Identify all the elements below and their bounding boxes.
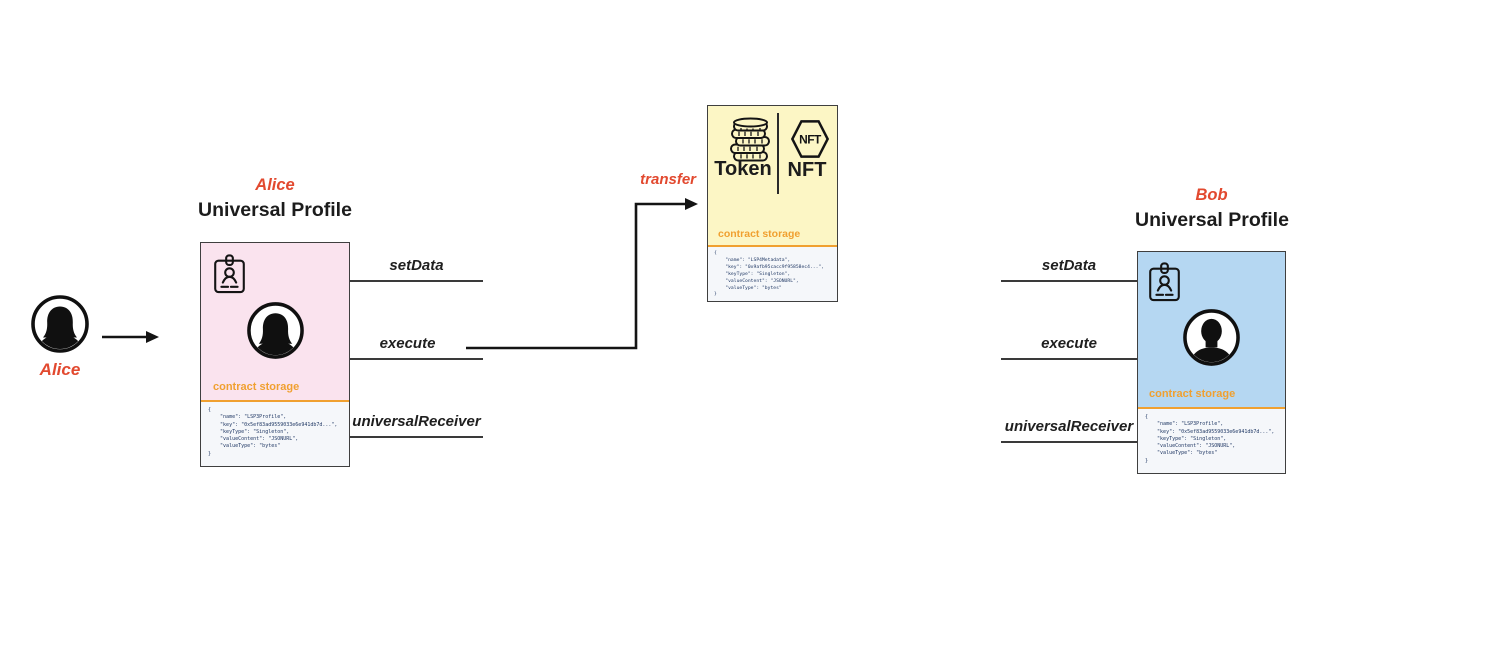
token-coins-icon: [730, 117, 770, 162]
token-nft-contract-card: NFT Token NFT contract storage { "name":…: [707, 105, 838, 302]
method-line: [350, 358, 483, 360]
code-line: "name": "LSP3Profile",: [1145, 421, 1224, 428]
alice-storage-label: contract storage: [213, 381, 300, 393]
method-line: [1001, 280, 1137, 282]
token-storage-code: { "name": "LSP4Metadata", "key": "0x9afb…: [708, 247, 837, 301]
code-line: "name": "LSP4Metadata",: [714, 257, 791, 263]
alice-storage-code: { "name": "LSP3Profile", "key": "0x5ef83…: [201, 402, 349, 466]
alice-profile-title: Universal Profile: [198, 199, 352, 221]
code-line: "valueContent": "JSONURL",: [1145, 443, 1236, 450]
nft-hexagon-icon: NFT: [790, 120, 830, 158]
id-badge-icon: [214, 254, 245, 294]
bob-profile-owner: Bob: [1195, 186, 1228, 204]
bob-profile-card: contract storage { "name": "LSP3Profile"…: [1137, 251, 1286, 474]
nft-icon-text: NFT: [799, 132, 822, 146]
code-line: "keyType": "Singleton",: [208, 428, 290, 435]
alice-method-setdata: setData: [389, 257, 444, 274]
method-line: [350, 280, 483, 282]
code-line: "name": "LSP3Profile",: [208, 414, 287, 421]
bob-profile-title: Universal Profile: [1135, 209, 1289, 231]
method-line: [1001, 441, 1137, 443]
code-line: "key": "0x9afb95cacc9f95858ec4...",: [714, 264, 825, 270]
code-line: }: [714, 292, 717, 298]
bob-method-execute: execute: [1041, 335, 1097, 352]
token-nft-divider: [777, 113, 779, 194]
alice-actor-avatar-icon: [31, 295, 89, 353]
code-line: "key": "0x5ef83ad9559033e6e941db7d...",: [208, 421, 338, 428]
code-line: {: [208, 407, 212, 413]
token-storage-label: contract storage: [718, 228, 801, 240]
code-line: "keyType": "Singleton",: [1145, 435, 1227, 442]
code-line: "key": "0x5ef83ad9559033e6e941db7d...",: [1145, 428, 1275, 435]
bob-storage-label: contract storage: [1149, 388, 1236, 400]
code-line: }: [208, 450, 212, 457]
token-label: Token: [714, 158, 772, 180]
code-line: }: [1145, 457, 1149, 464]
bob-storage-code: { "name": "LSP3Profile", "key": "0x5ef83…: [1138, 409, 1285, 473]
alice-method-universalreceiver: universalReceiver: [352, 413, 481, 430]
actor-to-profile-arrow: [102, 331, 159, 343]
alice-card-avatar-icon: [247, 302, 304, 359]
method-line: [350, 436, 483, 438]
code-line: "valueType": "bytes": [714, 285, 782, 291]
storage-divider: [1138, 407, 1285, 409]
storage-divider: [708, 245, 837, 247]
storage-divider: [201, 400, 349, 402]
code-line: "keyType": "Singleton",: [714, 271, 791, 277]
code-line: "valueContent": "JSONURL",: [714, 278, 799, 284]
code-line: {: [1145, 414, 1149, 420]
transfer-arrow: [466, 198, 698, 350]
arrowhead-icon: [685, 198, 698, 210]
id-badge-icon: [1149, 262, 1180, 302]
arrowhead-icon: [146, 331, 159, 343]
code-line: "valueType": "bytes": [1145, 450, 1218, 457]
method-line: [1001, 358, 1137, 360]
code-line: "valueType": "bytes": [208, 443, 281, 450]
bob-method-setdata: setData: [1041, 257, 1097, 274]
bob-method-universalreceiver: universalReceiver: [1004, 418, 1134, 435]
alice-profile-owner: Alice: [255, 176, 295, 194]
alice-profile-card: contract storage { "name": "LSP3Profile"…: [200, 242, 350, 467]
nft-label: NFT: [787, 159, 827, 181]
alice-method-execute: execute: [379, 335, 436, 352]
code-line: "valueContent": "JSONURL",: [208, 436, 299, 443]
bob-card-avatar-icon: [1183, 309, 1240, 366]
code-line: {: [714, 251, 717, 256]
actor-alice-label: Alice: [39, 360, 81, 379]
transfer-label: transfer: [640, 171, 696, 188]
